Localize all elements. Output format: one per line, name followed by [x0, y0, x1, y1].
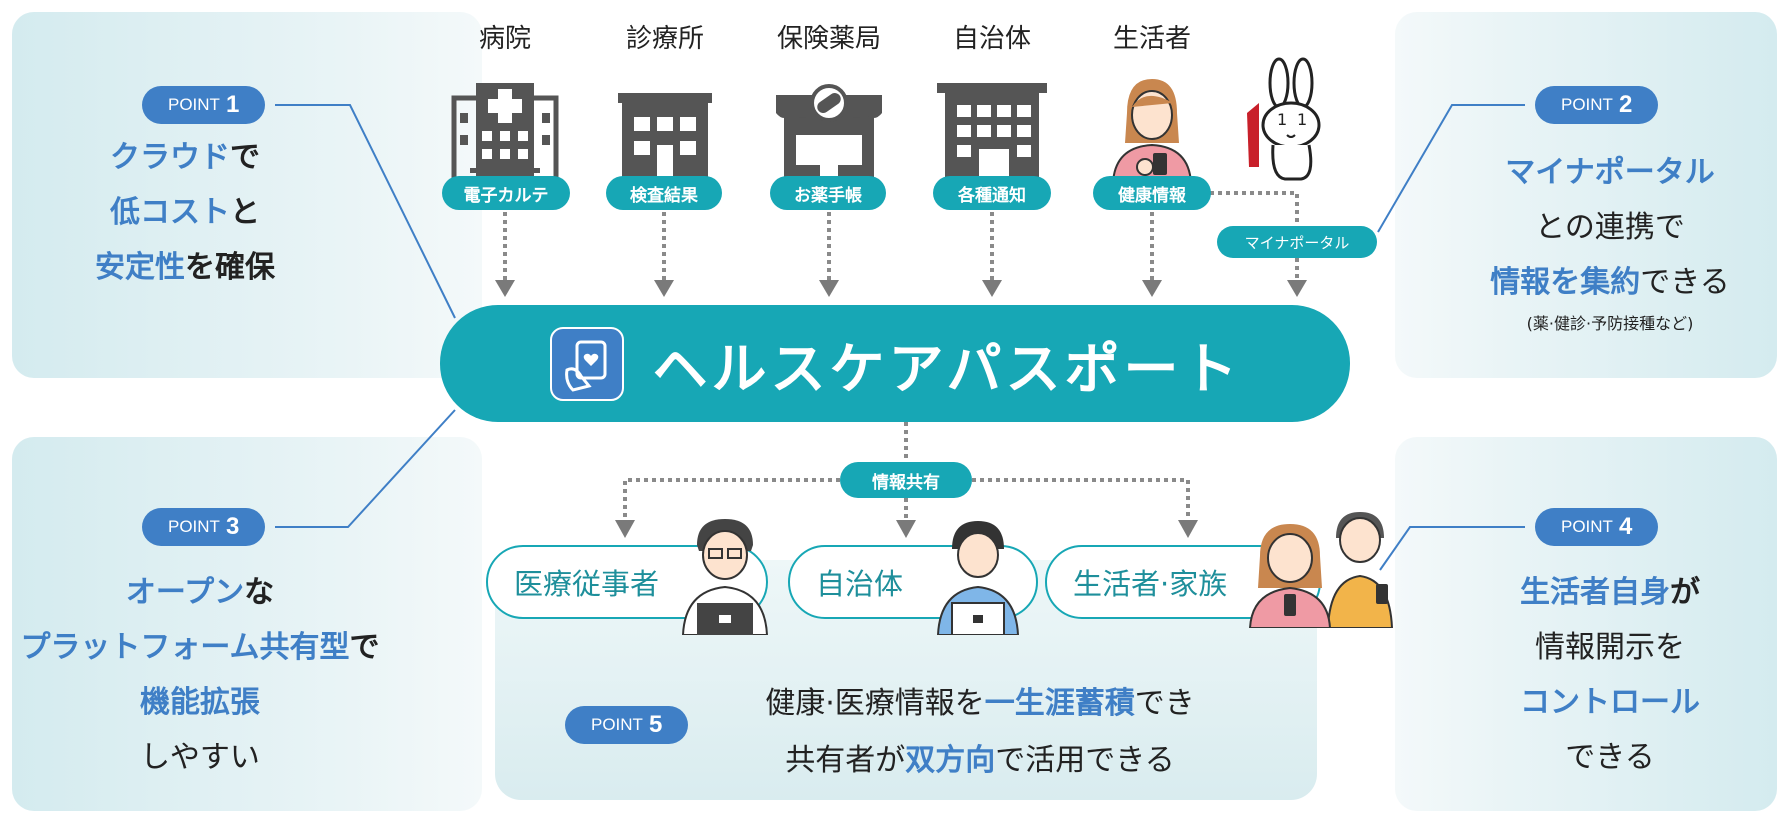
point2-badge: POINT 2	[1535, 86, 1659, 124]
point-label: POINT	[591, 715, 643, 734]
p4-line3: コントロール	[1520, 685, 1700, 720]
mascot-rabbit-icon: 1 1	[1247, 57, 1321, 181]
point1-badge: POINT 1	[142, 86, 266, 124]
tag-medicine-notebook: お薬手帳	[770, 176, 886, 210]
tag-health-info: 健康情報	[1093, 176, 1211, 210]
p1-line1-hl: クラウド	[110, 140, 230, 175]
recipient-label: 生活者·家族	[1073, 567, 1228, 601]
p3-line2-hl: プラットフォーム共有型	[20, 630, 350, 665]
doctor-laptop-icon	[681, 519, 769, 635]
point-number: 5	[648, 711, 663, 738]
p3-line3: 機能拡張	[140, 685, 260, 720]
recipient-label: 医療従事者	[514, 567, 660, 601]
p5-line1-hl: 一生涯蓄積	[984, 686, 1135, 721]
p1-line1: で	[230, 140, 260, 175]
point1-text: クラウドで 低コストと 安定性を確保	[40, 130, 330, 295]
family-smartphone-icon	[1248, 512, 1394, 628]
point-number: 2	[1618, 91, 1633, 118]
point3-badge: POINT 3	[142, 508, 266, 546]
p1-line2-hl: 低コスト	[110, 195, 230, 230]
p2-note: (薬·健診·予防接種など)	[1526, 314, 1694, 333]
p4-line1-hl: 生活者自身	[1520, 575, 1670, 610]
p3-line1: な	[244, 575, 275, 610]
resident-woman-icon	[1111, 79, 1193, 184]
p3-line2: で	[349, 630, 380, 665]
point-label: POINT	[168, 95, 220, 114]
tag-mynaportal: マイナポータル	[1217, 226, 1377, 258]
p2-line3: できる	[1640, 265, 1730, 300]
point-label: POINT	[168, 517, 220, 536]
p2-line3-hl: 情報を集約	[1490, 265, 1641, 300]
p2-line2: との連携で	[1535, 210, 1685, 245]
clinic-icon	[618, 93, 712, 183]
p5-line1a: 健康·医療情報を	[765, 686, 985, 721]
p1-line3-hl: 安定性	[95, 250, 185, 285]
healthcare-passport-banner: ヘルスケアパスポート	[440, 305, 1350, 422]
point5-badge: POINT 5	[565, 706, 689, 744]
point-label: POINT	[1561, 517, 1613, 536]
tag-electronic-records: 電子カルテ	[442, 176, 570, 210]
p4-line1: が	[1670, 575, 1700, 610]
point-number: 1	[225, 91, 240, 118]
point4-panel	[1395, 437, 1777, 811]
point3-text: オープンな プラットフォーム共有型で 機能拡張 しやすい	[20, 565, 380, 785]
p5-line2a: 共有者が	[785, 743, 906, 778]
institution-name: 病院	[478, 24, 531, 54]
hospital-icon	[451, 83, 559, 185]
svg-text:1: 1	[1277, 110, 1287, 129]
p4-line2: 情報開示を	[1535, 630, 1685, 665]
institution-name: 保険薬局	[776, 24, 881, 54]
p5-line2c: で活用できる	[995, 743, 1175, 778]
banner-title: ヘルスケアパスポート	[652, 336, 1242, 401]
p3-line1-hl: オープン	[125, 575, 245, 610]
pharmacy-icon	[776, 84, 882, 183]
tag-test-results: 検査結果	[606, 176, 722, 210]
p5-line1c: でき	[1134, 686, 1195, 721]
tag-notifications: 各種通知	[933, 176, 1051, 210]
p1-line3: を確保	[185, 250, 275, 285]
institution-name: 生活者	[1112, 24, 1191, 54]
p4-line4: できる	[1565, 740, 1655, 775]
point5-text: 健康·医療情報を一生涯蓄積でき 共有者が双方向で活用できる	[700, 675, 1260, 789]
institution-name: 自治体	[952, 24, 1031, 54]
p5-line2-hl: 双方向	[905, 743, 996, 778]
point2-text: マイナポータル との連携で 情報を集約できる (薬·健診·予防接種など)	[1450, 145, 1770, 338]
share-tag: 情報共有	[840, 462, 972, 498]
municipal-staff-laptop-icon	[936, 521, 1020, 635]
recipient-label: 自治体	[816, 567, 904, 601]
p2-line1: マイナポータル	[1505, 155, 1715, 190]
point1-panel	[12, 12, 482, 378]
point4-badge: POINT 4	[1535, 508, 1659, 546]
point3-panel	[12, 437, 482, 811]
point-number: 3	[225, 513, 240, 540]
p1-line2: と	[230, 195, 260, 230]
point-label: POINT	[1561, 95, 1613, 114]
p3-line4: しやすい	[140, 740, 260, 775]
point2-panel	[1395, 12, 1777, 378]
point4-text: 生活者自身が 情報開示を コントロール できる	[1460, 565, 1760, 785]
point-number: 4	[1618, 513, 1633, 540]
institution-name: 診療所	[625, 24, 704, 54]
svg-text:1: 1	[1297, 110, 1307, 129]
phone-heart-icon	[549, 326, 624, 401]
municipal-building-icon	[937, 83, 1047, 183]
